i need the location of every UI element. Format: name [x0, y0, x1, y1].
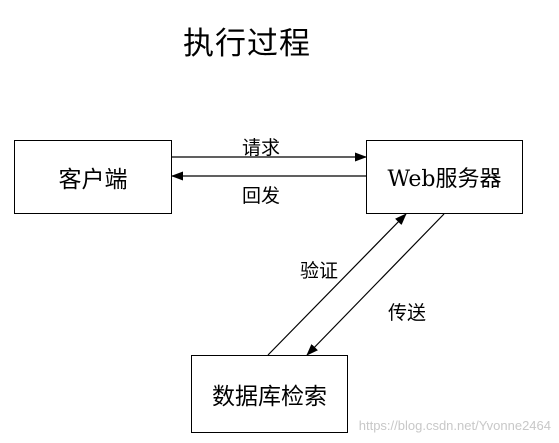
database-node: 数据库检索	[191, 355, 348, 433]
client-node: 客户端	[14, 140, 172, 214]
client-node-label: 客户端	[58, 167, 128, 193]
reply-label: 回发	[242, 185, 281, 207]
database-node-label: 数据库检索	[212, 384, 327, 410]
watermark-text: https://blog.csdn.net/Yvonne2464	[358, 418, 551, 433]
diagram-title: 执行过程	[183, 26, 311, 62]
request-label: 请求	[242, 137, 281, 159]
verify-label: 验证	[300, 260, 339, 282]
web-server-node: Web服务器	[366, 140, 523, 214]
web-server-node-label: Web服务器	[387, 167, 502, 192]
verify-arrow	[267, 213, 407, 356]
send-label: 传送	[388, 302, 427, 324]
send-arrow	[306, 213, 445, 356]
